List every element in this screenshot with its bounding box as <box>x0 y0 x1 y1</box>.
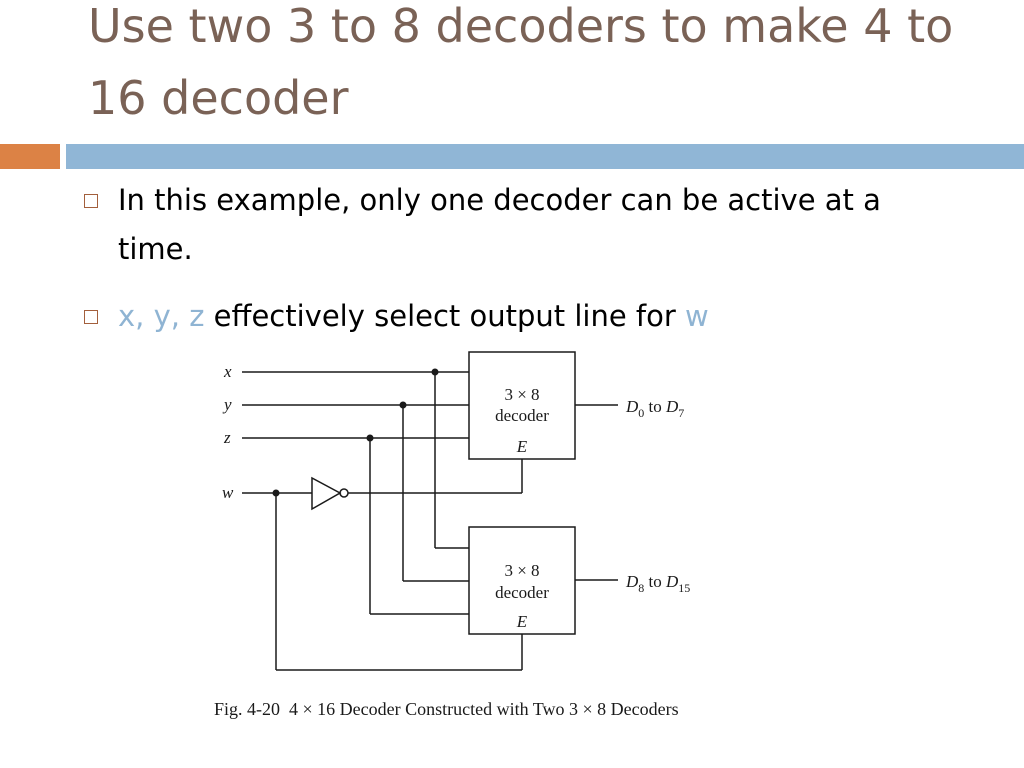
accent-bar-blue <box>66 144 1024 169</box>
accent-bar-orange <box>0 144 60 169</box>
junction-dot <box>431 368 439 376</box>
bullet-w-highlight: w <box>685 299 709 333</box>
output-label-top: D0 to D7 <box>625 397 684 420</box>
slide-title: Use two 3 to 8 decoders to make 4 to 16 … <box>88 0 954 125</box>
junction-dot <box>399 401 407 409</box>
square-bullet-icon <box>84 194 98 208</box>
decoder-bottom-label: decoder <box>495 583 549 602</box>
decoder-top-size: 3 × 8 <box>504 385 539 404</box>
bullet-text: effectively select output line for <box>204 299 686 333</box>
input-label-y: y <box>222 395 232 414</box>
bullet-list: In this example, only one decoder can be… <box>84 176 984 359</box>
not-gate-icon <box>311 476 342 511</box>
bullet-text: In this example, only one decoder can be… <box>118 183 881 266</box>
bullet-item-1: In this example, only one decoder can be… <box>84 176 984 274</box>
input-label-w: w <box>222 483 234 502</box>
junction-dot <box>272 489 280 497</box>
decoder-bottom-enable: E <box>516 612 528 631</box>
bullet-vars-highlight: x, y, z <box>118 299 205 333</box>
bullet-item-2: x, y, z effectively select output line f… <box>84 292 984 341</box>
figure-caption: Fig. 4-20 4 × 16 Decoder Constructed wit… <box>214 699 679 719</box>
input-label-z: z <box>223 428 231 447</box>
junction-dot <box>366 434 374 442</box>
square-bullet-icon <box>84 310 98 324</box>
decoder-top-enable: E <box>516 437 528 456</box>
decoder-circuit-diagram: x y z w 3 × 8 decoder E 3 × 8 decoder E … <box>222 351 690 671</box>
output-label-bottom: D8 to D15 <box>625 572 690 595</box>
input-label-x: x <box>223 362 232 381</box>
decoder-top-label: decoder <box>495 406 549 425</box>
decoder-bottom-size: 3 × 8 <box>504 561 539 580</box>
